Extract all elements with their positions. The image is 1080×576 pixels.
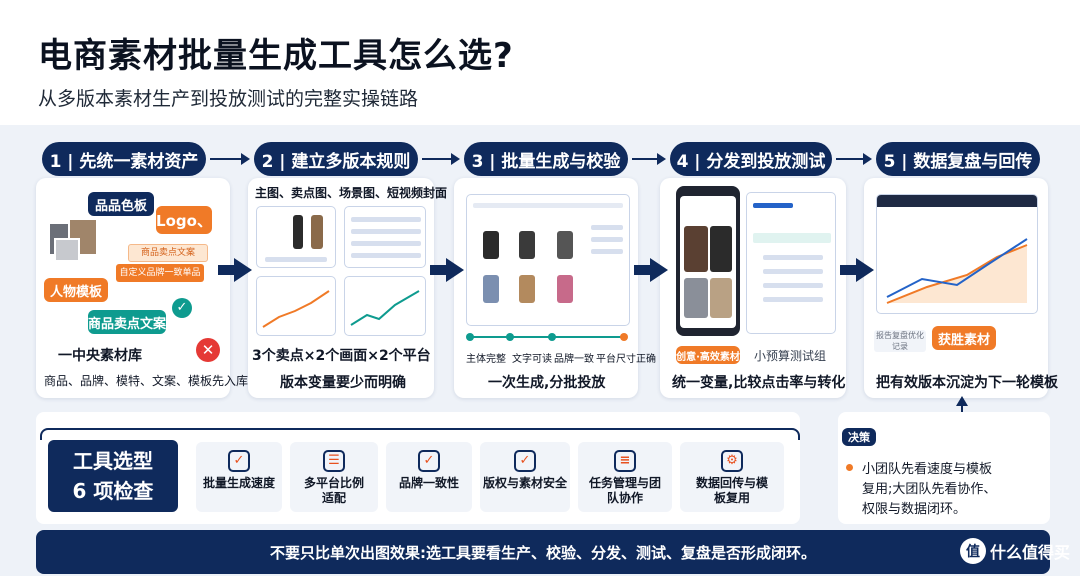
big-arrow-3	[634, 258, 668, 282]
mockup-chart-orange	[256, 276, 336, 336]
check-label: 批量生成速度	[202, 476, 275, 490]
phone-mockup	[676, 186, 740, 336]
check-dot	[466, 333, 474, 341]
brand-icon: ✓	[418, 450, 440, 472]
review-note: 报告复盘优化记录	[874, 330, 926, 352]
big-arrow-4	[840, 258, 874, 282]
arrow-4-5	[836, 153, 872, 165]
check-brand: ✓ 品牌一致性	[386, 442, 472, 512]
check-label: 任务管理与团队协作	[588, 476, 661, 505]
step-5-caption: 把有效版本沉淀为下一轮模板	[876, 375, 1058, 391]
mockup-product	[256, 206, 336, 268]
check-label-2: 文字可读	[512, 354, 552, 365]
tag-model-template: 人物模板	[44, 278, 108, 302]
decision-text-3: 权限与数据闭环。	[862, 502, 967, 517]
gear-icon: ⚙	[721, 450, 743, 472]
check-speed: ✓ 批量生成速度	[196, 442, 282, 512]
tag-color-palette: 品品色板	[88, 192, 154, 216]
teal-trend-line	[350, 290, 420, 326]
big-arrow-2	[430, 258, 464, 282]
reject-icon: ✕	[196, 338, 220, 362]
check-ratio: ☰ 多平台比例适配	[290, 442, 378, 512]
checks-title-line1: 工具选型	[73, 449, 153, 473]
check-dot	[620, 333, 628, 341]
tag-selling-copy: 商品卖点文案	[88, 310, 166, 334]
campaign-panel	[746, 192, 836, 334]
decision-text-2: 复用;大团队先看协作、	[862, 482, 997, 497]
step-5-pill: 5 | 数据复盘与回传	[876, 142, 1040, 176]
performance-chart	[886, 238, 1028, 304]
check-label: 版权与素材安全	[482, 476, 567, 490]
step-3-pill: 3 | 批量生成与校验	[464, 142, 628, 176]
brand-name: 什么值得买	[989, 543, 1070, 562]
winner-badge: 获胜素材	[932, 326, 996, 350]
check-label: 品牌一致性	[398, 476, 459, 490]
brand-logo: 值 什么值得买	[959, 538, 1070, 564]
footer-banner: 不要只比单次出图效果:选工具要看生产、校验、分发、测试、复盘是否形成闭环。	[36, 530, 1050, 574]
mockup-chart-teal	[344, 276, 426, 336]
mockup-table	[344, 206, 426, 268]
step-4-caption: 统一变量,比较点击率与转化	[672, 375, 846, 391]
check-label: 多平台比例适配	[304, 476, 365, 505]
check-label: 数据回传与模板复用	[696, 476, 769, 505]
arrow-1-2	[210, 153, 250, 165]
arrow-3-4	[632, 153, 666, 165]
page-subtitle: 从多版本素材生产到投放测试的完整实操链路	[38, 88, 419, 110]
checks-panel-top-rule	[40, 428, 800, 440]
big-arrow-1	[218, 258, 252, 282]
decision-bullet	[846, 464, 853, 471]
orange-trend-line	[262, 290, 330, 328]
step-2-top-text: 主图、卖点图、场景图、短视频封面	[255, 186, 448, 200]
decision-text-1: 小团队先看速度与模板	[862, 462, 993, 477]
check-collab: ≡ 任务管理与团队协作	[578, 442, 672, 512]
decision-tag: 决策	[842, 428, 876, 446]
checks-title: 工具选型 6 项检查	[48, 440, 178, 512]
tag-creative: 创意·高效素材	[676, 346, 740, 364]
check-label-1: 主体完整	[466, 354, 506, 365]
checks-title-line2: 6 项检查	[72, 479, 154, 503]
check-data: ⚙ 数据回传与模板复用	[680, 442, 784, 512]
step-2-formula: 3个卖点×2个画面×2个平台	[252, 348, 431, 364]
photo-stack	[48, 218, 108, 262]
library-label: 一中央素材库	[58, 348, 142, 364]
note-selling: 商品卖点文案	[128, 244, 208, 262]
brand-mark-icon: 值	[959, 538, 986, 564]
check-copyright: ✓ 版权与素材安全	[480, 442, 570, 512]
ratio-icon: ☰	[323, 450, 345, 472]
arrow-2-3	[422, 153, 460, 165]
speed-icon: ✓	[228, 450, 250, 472]
step-4-pill: 4 | 分发到投放测试	[670, 142, 832, 176]
shield-icon: ✓	[514, 450, 536, 472]
step-1-caption: 商品、品牌、模特、文案、模板先入库	[44, 374, 249, 388]
check-label-3: 品牌一致	[554, 354, 594, 365]
step-2-pill: 2 | 建立多版本规则	[254, 142, 418, 176]
test-group-label: 小预算测试组	[754, 349, 827, 363]
step-3-caption: 一次生成,分批投放	[488, 375, 606, 391]
dashboard-window	[876, 194, 1038, 314]
step-2-caption: 版本变量要少而明确	[280, 375, 406, 391]
check-dot	[548, 333, 556, 341]
check-dot	[506, 333, 514, 341]
page-title: 电商素材批量生成工具怎么选?	[38, 36, 514, 76]
batch-grid-window	[466, 194, 630, 326]
check-label-4: 平台尺寸正确	[596, 354, 656, 365]
checkmark-icon: ✓	[172, 298, 192, 318]
note-brand: 自定义品牌一致单品	[116, 264, 204, 282]
tag-logo: Logo、	[156, 206, 212, 234]
task-icon: ≡	[614, 450, 636, 472]
step-1-pill: 1 | 先统一素材资产	[42, 142, 206, 176]
